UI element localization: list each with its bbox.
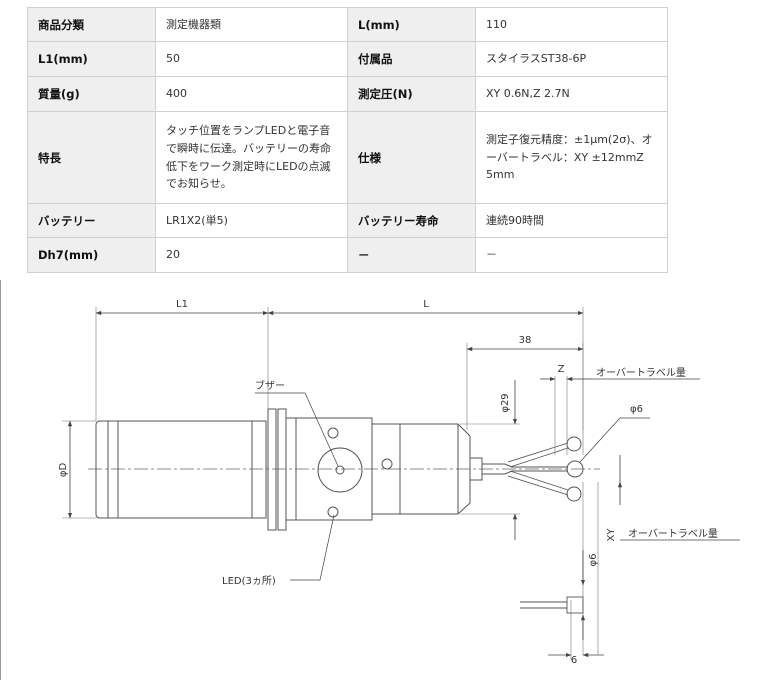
- spec-value-l1: 50: [155, 41, 348, 77]
- stylus-detail: [520, 596, 584, 614]
- spec-label-dh7: Dh7(mm): [27, 237, 156, 273]
- dim-phi29-label: φ29: [500, 393, 511, 412]
- dim-l-label: L: [423, 299, 429, 310]
- table-row: L1(mm) 50 付属品 スタイラスST38-6P: [27, 41, 668, 77]
- spec-label-accessory: 付属品: [347, 41, 476, 77]
- spec-value-specification: 測定子復元精度：±1μm(2σ)、オーバートラベル：XY ±12mmZ 5mm: [475, 111, 668, 204]
- table-row: バッテリー LR1X2(単5) バッテリー寿命 連続90時間: [27, 203, 668, 238]
- page-left-border: [0, 280, 1, 680]
- table-row: 商品分類 測定機器類 L(mm) 110: [27, 7, 668, 42]
- dim-l1-label: L1: [176, 299, 188, 310]
- spec-value-battery: LR1X2(単5): [155, 203, 348, 238]
- dim-6-label: 6: [571, 655, 577, 666]
- dim-xy-label: XY: [606, 528, 617, 542]
- spec-label-empty: －: [347, 237, 476, 273]
- spec-value-accessory: スタイラスST38-6P: [475, 41, 668, 77]
- dim-small-phi6-label: φ6: [588, 554, 599, 567]
- probe-body: [95, 408, 584, 531]
- spec-label-l1: L1(mm): [27, 41, 156, 77]
- spec-label-pressure: 測定圧(N): [347, 76, 476, 112]
- spec-value-length: 110: [475, 7, 668, 42]
- spec-label-specification: 仕様: [347, 111, 476, 204]
- spec-label-category: 商品分類: [27, 7, 156, 42]
- extension-lines: [62, 307, 599, 660]
- spec-table: 商品分類 測定機器類 L(mm) 110 L1(mm) 50 付属品 スタイラス…: [27, 7, 668, 273]
- table-row: Dh7(mm) 20 － －: [27, 237, 668, 273]
- spec-value-features: タッチ位置をランプLEDと電子音で瞬時に伝達。バッテリーの寿命低下をワーク測定時…: [155, 111, 348, 204]
- spec-label-features: 特長: [27, 111, 156, 204]
- dim-ball-phi6-label: φ6: [630, 404, 643, 415]
- dim-38-label: 38: [519, 335, 532, 346]
- table-row: 質量(g) 400 測定圧(N) XY 0.6N,Z 2.7N: [27, 76, 668, 112]
- spec-value-mass: 400: [155, 76, 348, 112]
- table-row: 特長 タッチ位置をランプLEDと電子音で瞬時に伝達。バッテリーの寿命低下をワーク…: [27, 111, 668, 204]
- dim-phid-label: φD: [58, 463, 69, 478]
- dimension-lines: [67, 310, 740, 658]
- spec-label-mass: 質量(g): [27, 76, 156, 112]
- dim-z-label: Z: [558, 364, 565, 375]
- spec-value-battery-life: 連続90時間: [475, 203, 668, 238]
- spec-value-dh7: 20: [155, 237, 348, 273]
- buzzer-label: ブザー: [255, 379, 285, 392]
- spec-value-empty: －: [475, 237, 668, 273]
- spec-label-battery: バッテリー: [27, 203, 156, 238]
- overtravel-xy-label: オーバートラベル量: [628, 528, 718, 540]
- overtravel-z-label: オーバートラベル量: [596, 367, 686, 379]
- led-label: LED(3ヵ所): [222, 575, 276, 587]
